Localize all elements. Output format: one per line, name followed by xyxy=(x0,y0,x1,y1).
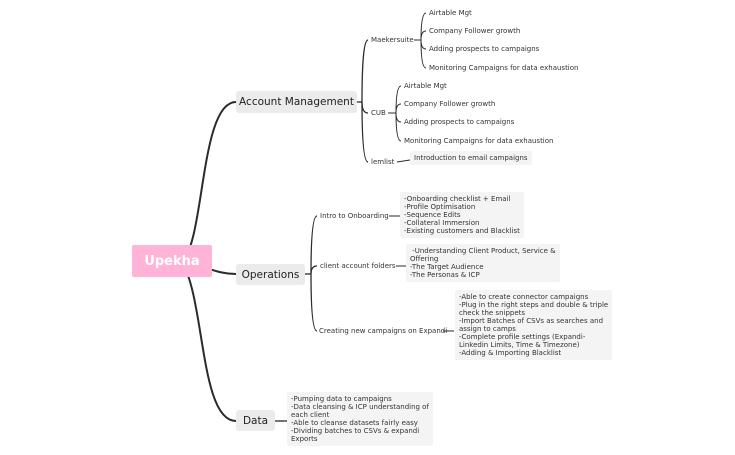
connector-maekersuite-2 xyxy=(420,30,427,41)
sub-lemlist[interactable]: lemlist xyxy=(371,158,395,166)
note-creating-campaigns: -Able to create connector campaigns -Plu… xyxy=(455,290,613,360)
sub-client-account-folders[interactable]: client account folders xyxy=(320,262,396,270)
connector-maekersuite-3 xyxy=(420,39,427,50)
note-client-account-folders: -Understanding Client Product, Service &… xyxy=(406,244,560,282)
note-data: -Pumping data to campaigns -Data cleansi… xyxy=(287,392,433,446)
cub-item[interactable]: Adding prospects to campaigns xyxy=(404,118,515,126)
connector-root-account xyxy=(181,101,237,263)
maekersuite-item[interactable]: Monitoring Campaigns for data exhaustion xyxy=(429,64,579,72)
connector-maekersuite-4 xyxy=(420,39,427,69)
connector-root-data xyxy=(181,261,237,422)
connector-cub-2 xyxy=(395,103,402,114)
note-intro-onboarding: -Onboarding checklist + Email -Profile O… xyxy=(400,192,524,238)
branch-data[interactable]: Data xyxy=(236,410,275,431)
connector-account-maekersuite xyxy=(361,39,369,103)
branch-operations[interactable]: Operations xyxy=(236,264,305,285)
connector-operations-folders xyxy=(310,265,318,275)
root-node[interactable]: Upekha xyxy=(132,245,212,277)
lemlist-item[interactable]: Introduction to email campaigns xyxy=(410,151,532,165)
maekersuite-item[interactable]: Company Follower growth xyxy=(429,27,521,35)
sub-maekersuite[interactable]: Maekersuite xyxy=(371,36,414,44)
connector-account-cub xyxy=(361,101,369,114)
maekersuite-item[interactable]: Airtable Mgt xyxy=(429,9,472,17)
cub-item[interactable]: Airtable Mgt xyxy=(404,82,447,90)
connector-lemlist-1 xyxy=(396,159,411,163)
cub-item[interactable]: Monitoring Campaigns for data exhaustion xyxy=(404,137,554,145)
sub-creating-campaigns[interactable]: Creating new campaigns on Expandi xyxy=(319,327,448,335)
maekersuite-item[interactable]: Adding prospects to campaigns xyxy=(429,45,540,53)
connector-cub-3 xyxy=(395,112,402,123)
connector-account-lemlist xyxy=(361,101,369,163)
connector-operations-intro xyxy=(310,215,318,275)
connector-cub-4 xyxy=(395,112,402,142)
connector-operations-campaigns xyxy=(310,273,318,332)
sub-cub[interactable]: CUB xyxy=(371,109,386,117)
cub-item[interactable]: Company Follower growth xyxy=(404,100,496,108)
branch-account-management[interactable]: Account Management xyxy=(236,91,357,113)
sub-intro-onboarding[interactable]: Intro to Onboarding xyxy=(320,212,389,220)
